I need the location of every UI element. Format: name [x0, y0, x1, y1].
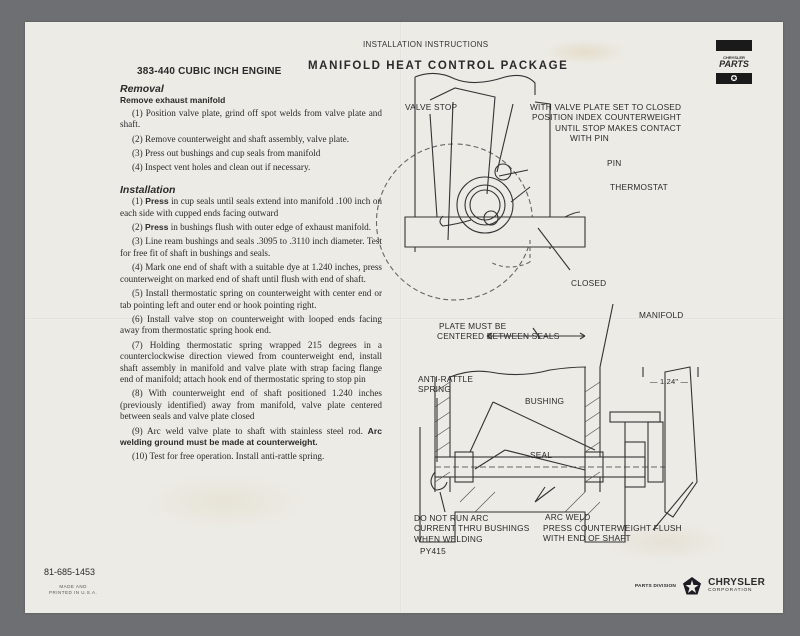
removal-subheading: Remove exhaust manifold: [120, 95, 226, 106]
installation-step: (6) Install valve stop on counterweight …: [120, 313, 382, 336]
installation-step: (10) Test for free operation. Install an…: [132, 451, 325, 462]
pentastar-icon: ✪: [716, 73, 752, 84]
label-bushing: BUSHING: [525, 396, 565, 406]
installation-step: (3) Line ream bushings and seals .3095 t…: [120, 236, 382, 258]
removal-step: (3) Press out bushings and cup seals fro…: [132, 148, 321, 159]
label-closed: CLOSED: [571, 278, 607, 288]
installation-step: (1) Press in cup seals until seals exten…: [120, 196, 383, 218]
removal-heading: Removal: [120, 83, 164, 95]
logo-small-text: CHRYSLER: [723, 55, 745, 60]
installation-step: (7) Holding thermostatic spring wrapped …: [120, 339, 382, 384]
label-no-arc-current: DO NOT RUN ARC CURRENT THRU BUSHINGS WHE…: [414, 513, 530, 544]
label-arc-weld: ARC WELD: [545, 512, 591, 522]
instructions-column: Removal Remove exhaust manifold (1) Posi…: [120, 83, 383, 466]
part-number: 81-685-1453: [44, 567, 96, 577]
logo-big-text: PARTS: [719, 59, 749, 69]
instruction-sheet: INSTALLATION INSTRUCTIONS 383-440 CUBIC …: [25, 22, 783, 613]
diagram-drawings: [375, 72, 699, 543]
label-manifold: MANIFOLD: [639, 310, 684, 320]
label-closed-position-instruction: WITH VALVE PLATE SET TO CLOSED POSITION …: [530, 102, 682, 143]
label-thermostat: THERMOSTAT: [610, 182, 668, 192]
label-diagram-code: PY415: [420, 546, 446, 556]
company-name: CHRYSLER: [708, 577, 766, 588]
label-plate-centered: PLATE MUST BE CENTERED BETWEEN SEALS: [437, 321, 560, 342]
chrysler-corporation-logo: PARTS DIVISION CHRYSLER CORPORATION: [635, 576, 765, 596]
label-dimension-1-24: — 1.24" —: [650, 377, 689, 386]
installation-step: (2) Press in bushings flush with outer e…: [132, 222, 372, 233]
label-seal: SEAL: [530, 450, 553, 460]
company-sub: CORPORATION: [708, 588, 753, 593]
installation-step: (5) Install thermostatic spring on count…: [120, 288, 382, 310]
label-press-counterweight: PRESS COUNTERWEIGHT FLUSH WITH END OF SH…: [543, 523, 682, 544]
removal-step: (2) Remove counterweight and shaft assem…: [132, 133, 350, 144]
pentastar-icon: [683, 577, 702, 595]
chrysler-parts-logo: CHRYSLER PARTS ✪: [716, 40, 752, 84]
made-in-usa: MADE AND PRINTED IN U.S.A.: [49, 584, 98, 595]
installation-step: (8) With counterweight end of shaft posi…: [120, 388, 382, 422]
parts-division-label: PARTS DIVISION: [635, 583, 677, 589]
horizontal-fold-line: [25, 318, 783, 320]
installation-heading: Installation: [120, 183, 176, 196]
removal-step: (1) Position valve plate, grind off spot…: [120, 107, 382, 130]
label-pin: PIN: [607, 158, 622, 168]
engine-label: 383-440 CUBIC INCH ENGINE: [137, 66, 282, 77]
header-subtitle: INSTALLATION INSTRUCTIONS: [363, 40, 489, 49]
installation-step: (4) Mark one end of shaft with a suitabl…: [120, 262, 382, 284]
logo-top-bar: [716, 40, 752, 51]
label-anti-rattle-spring: ANTI-RATTLE SPRING: [418, 374, 474, 395]
installation-step: (9) Arc weld valve plate to shaft with s…: [120, 425, 382, 447]
label-valve-stop: VALVE STOP: [405, 102, 458, 112]
removal-step: (4) Inspect vent holes and clean out if …: [132, 162, 311, 173]
document-title: MANIFOLD HEAT CONTROL PACKAGE: [308, 60, 569, 72]
vertical-fold-line: [400, 22, 402, 613]
